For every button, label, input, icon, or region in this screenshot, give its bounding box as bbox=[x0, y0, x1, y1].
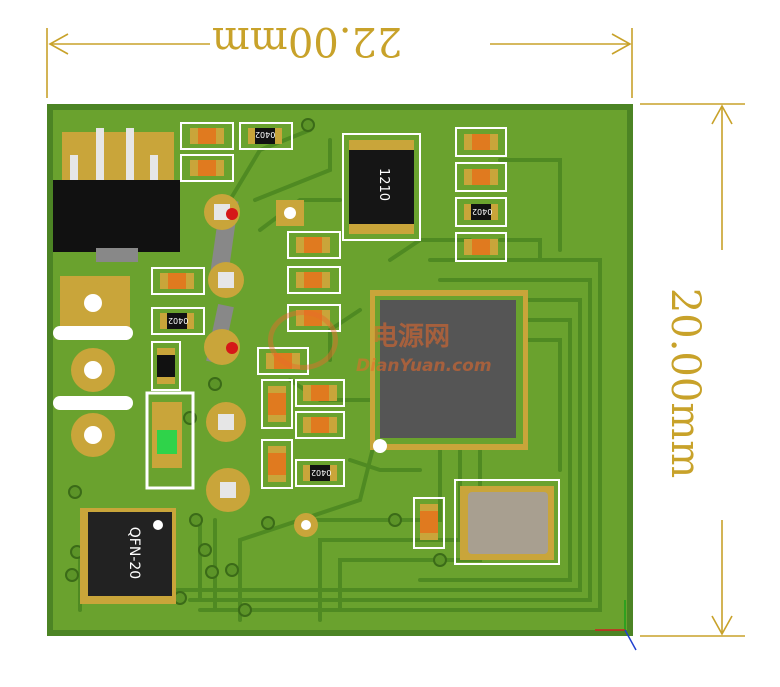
middle-tht-pads bbox=[204, 194, 318, 537]
axis-indicator bbox=[595, 600, 637, 651]
smd-resistors bbox=[151, 122, 507, 549]
vias bbox=[65, 118, 447, 617]
height-dimension-label: 20.00mm bbox=[662, 287, 709, 479]
right-dimension bbox=[640, 103, 745, 637]
led bbox=[145, 391, 195, 490]
r0402-label-d: 0402 bbox=[311, 468, 332, 477]
inductor-1210 bbox=[342, 133, 421, 241]
qfn20-ic bbox=[80, 508, 176, 604]
pin-header bbox=[53, 128, 180, 262]
main-qfn-ic bbox=[370, 290, 528, 453]
crystal-oscillator bbox=[454, 479, 560, 565]
inductor-label: 1210 bbox=[376, 167, 392, 202]
r0402-label-b: 0402 bbox=[168, 316, 189, 325]
watermark-cn: 电源网 bbox=[372, 322, 451, 352]
top-dimension bbox=[46, 28, 633, 98]
left-tht-pads bbox=[53, 276, 133, 457]
r0402-label-a: 0402 bbox=[255, 130, 276, 139]
r0402-label-c: 0402 bbox=[472, 207, 493, 216]
watermark-logo-icon bbox=[268, 310, 338, 370]
width-dimension-label: 22.00mm bbox=[212, 18, 403, 64]
qfn20-label: QFN-20 bbox=[126, 526, 143, 580]
watermark-url: DianYuan.com bbox=[356, 356, 492, 376]
